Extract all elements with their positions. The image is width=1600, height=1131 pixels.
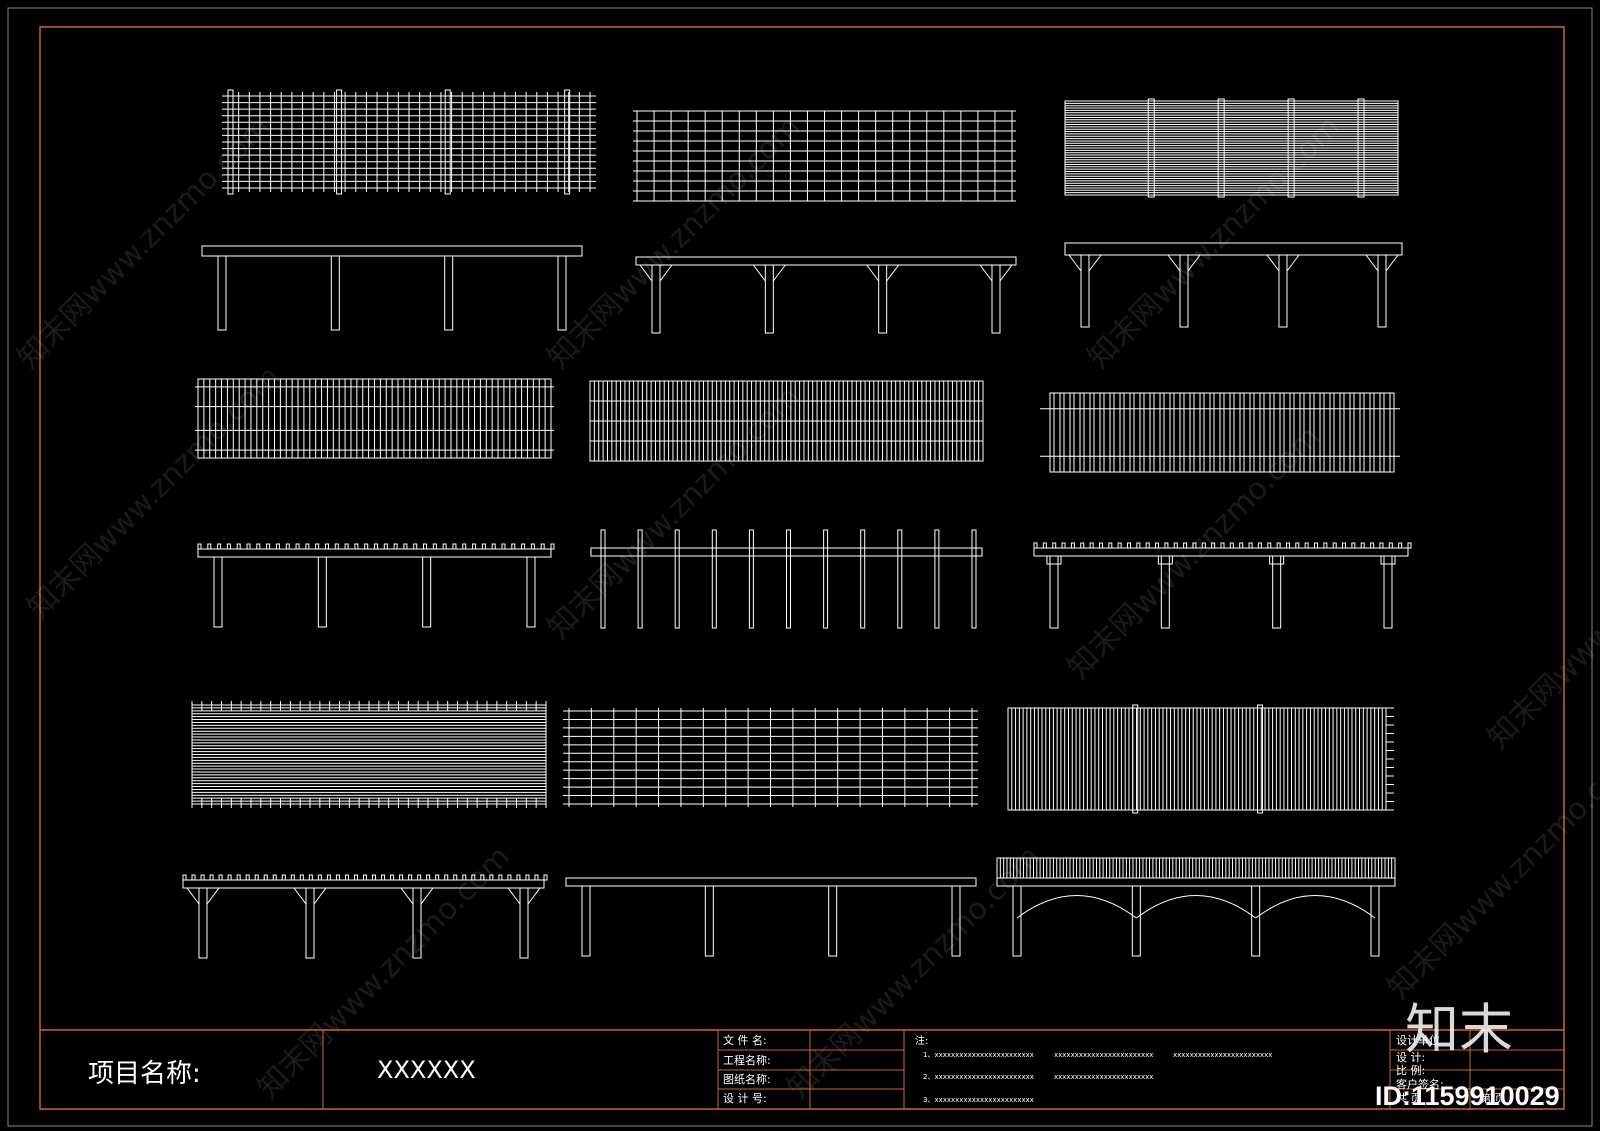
- pergola-5: [589, 380, 984, 629]
- pergola-1: [201, 89, 596, 331]
- outer-frame: [7, 7, 1593, 1127]
- pergola-3-plan: [1064, 98, 1399, 198]
- pergola-7-elevation: [182, 874, 548, 959]
- title-block: 项目名称: XXXXXX 文 件 名: 工程名称: 图纸名称: 设 计 号: 注…: [40, 1029, 1564, 1109]
- pergola-3-elevation: [1064, 242, 1403, 328]
- watermark-logo: 知末: [1405, 998, 1513, 1061]
- pergola-1-plan: [222, 89, 596, 195]
- pergola-4-elevation: [197, 543, 555, 628]
- pergola-8-plan: [563, 708, 978, 807]
- right-page: 第 页: [1480, 1091, 1506, 1105]
- pergola-3: [1064, 98, 1403, 328]
- right-client: 客户签名:: [1396, 1077, 1444, 1091]
- field-file-name: 文 件 名:: [723, 1033, 767, 1047]
- right-designer: 设计单位: [1396, 1033, 1440, 1047]
- pergola-7: [182, 701, 548, 959]
- pergola-2: [633, 110, 1017, 334]
- note-2b: xxxxxxxxxxxxxxxxxxxxxxxx: [1054, 1073, 1153, 1081]
- drawing-border: [39, 26, 1565, 1110]
- pergola-2-plan: [633, 110, 1016, 202]
- notes-label: 注:: [915, 1034, 928, 1047]
- field-design-no: 设 计 号:: [723, 1092, 767, 1105]
- project-name-value: XXXXXX: [377, 1056, 476, 1084]
- pergola-drawings: [182, 89, 1412, 959]
- pergola-5-elevation: [590, 529, 983, 629]
- pergola-8: [563, 708, 978, 957]
- pergola-6-elevation: [1033, 542, 1412, 629]
- pergola-7-plan: [191, 701, 547, 808]
- pergola-5-plan: [589, 380, 984, 462]
- field-drawing-name: 图纸名称:: [723, 1072, 771, 1086]
- note-1b: xxxxxxxxxxxxxxxxxxxxxxxx: [1054, 1051, 1153, 1059]
- pergola-9: [996, 704, 1396, 957]
- pergola-6-plan: [1040, 392, 1400, 473]
- pergola-4-plan: [195, 378, 554, 459]
- pergola-4: [195, 378, 555, 628]
- right-scale: 比 例:: [1396, 1063, 1425, 1077]
- pergola-9-elevation: [996, 857, 1396, 957]
- pergola-8-elevation: [565, 877, 977, 957]
- field-project-name: 工程名称:: [723, 1053, 771, 1067]
- right-design: 设 计:: [1396, 1051, 1425, 1064]
- pergola-1-elevation: [201, 245, 583, 331]
- pergola-6: [1033, 392, 1412, 629]
- watermark-id: ID:1159910029: [1375, 1081, 1560, 1111]
- pergola-2-elevation: [635, 256, 1017, 334]
- note-3a: 3、xxxxxxxxxxxxxxxxxxxxxxxx: [923, 1096, 1034, 1104]
- right-total: 共 页: [1396, 1092, 1422, 1105]
- note-2a: 2、xxxxxxxxxxxxxxxxxxxxxxxx: [923, 1073, 1034, 1081]
- note-1a: 1、xxxxxxxxxxxxxxxxxxxxxxxx: [923, 1051, 1034, 1059]
- pergola-9-plan: [1007, 704, 1394, 814]
- project-name-label: 项目名称:: [88, 1059, 201, 1089]
- note-1c: xxxxxxxxxxxxxxxxxxxxxxxx: [1173, 1051, 1272, 1059]
